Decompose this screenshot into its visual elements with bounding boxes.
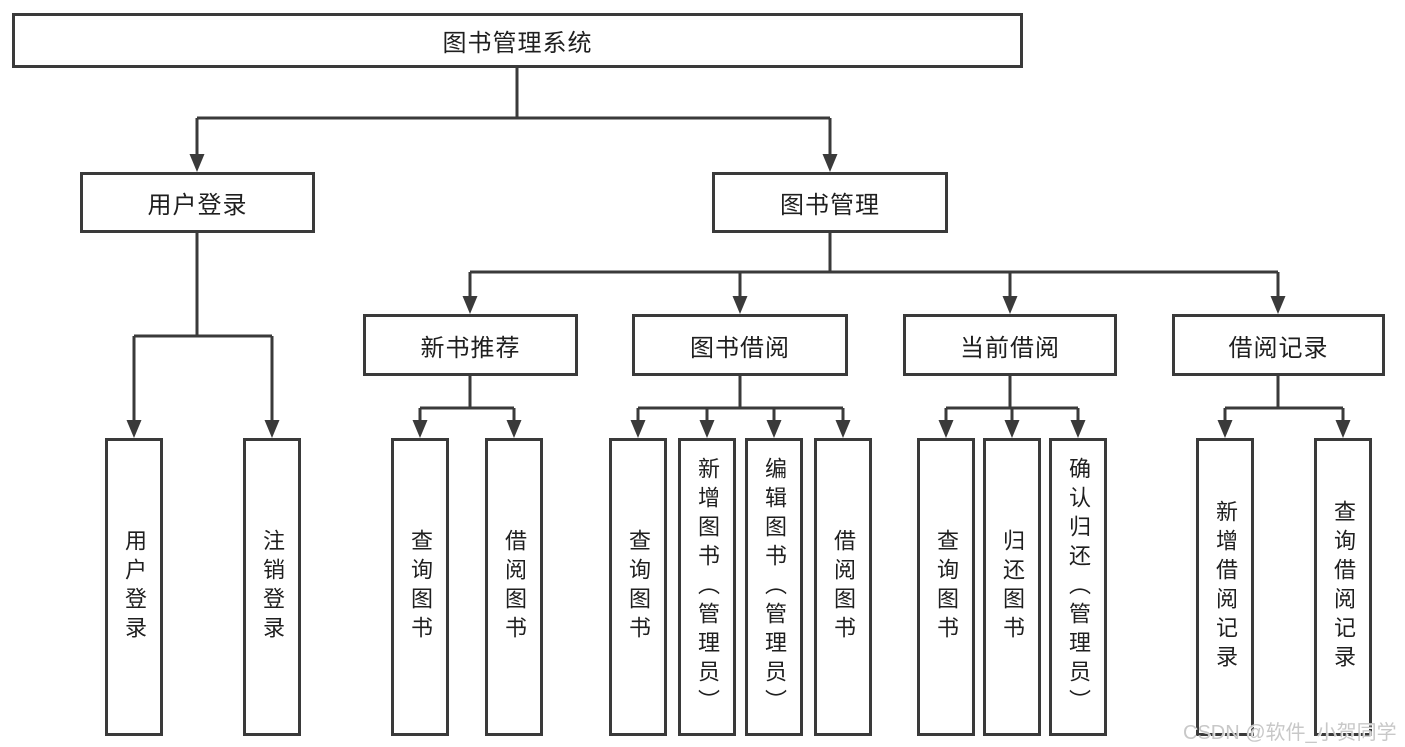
leaf-search-borrow-record: 查询借阅记录 — [1314, 438, 1372, 736]
leaf-add-borrow-record-label: 新增借阅记录 — [1213, 500, 1238, 674]
leaf-search-books-recommend-label: 查询图书 — [408, 529, 433, 645]
node-new-book-recommend: 新书推荐 — [363, 314, 578, 376]
leaf-user-login-label: 用户登录 — [122, 529, 147, 645]
leaf-search-books-borrow: 查询图书 — [609, 438, 667, 736]
leaf-edit-books-admin: 编辑图书（管理员） — [745, 438, 803, 736]
leaf-search-borrow-record-label: 查询借阅记录 — [1331, 500, 1356, 674]
node-book-management: 图书管理 — [712, 172, 948, 233]
leaf-return-books-label: 归还图书 — [1000, 529, 1025, 645]
leaf-borrow-books: 借阅图书 — [814, 438, 872, 736]
leaf-add-borrow-record: 新增借阅记录 — [1196, 438, 1254, 736]
leaf-borrow-books-label: 借阅图书 — [831, 529, 856, 645]
leaf-borrow-books-recommend: 借阅图书 — [485, 438, 543, 736]
csdn-watermark: CSDN @软件_小贺同学 — [1183, 722, 1397, 744]
leaf-return-books: 归还图书 — [983, 438, 1041, 736]
leaf-search-books-borrow-label: 查询图书 — [626, 529, 651, 645]
node-library-system: 图书管理系统 — [12, 13, 1023, 68]
node-borrow-records: 借阅记录 — [1172, 314, 1385, 376]
node-book-management-label: 图书管理 — [780, 192, 880, 219]
leaf-borrow-books-recommend-label: 借阅图书 — [502, 529, 527, 645]
leaf-search-books-current-label: 查询图书 — [934, 529, 959, 645]
node-book-borrow: 图书借阅 — [632, 314, 848, 376]
node-library-system-label: 图书管理系统 — [442, 30, 593, 57]
leaf-add-books-admin: 新增图书（管理员） — [678, 438, 736, 736]
arrowhead-icons — [126, 154, 1351, 438]
leaf-edit-books-admin-label: 编辑图书（管理员） — [762, 456, 787, 718]
leaf-logout: 注销登录 — [243, 438, 301, 736]
leaf-confirm-return-admin-label: 确认归还（管理员） — [1066, 456, 1091, 718]
node-current-borrow: 当前借阅 — [903, 314, 1117, 376]
node-borrow-records-label: 借阅记录 — [1228, 334, 1329, 362]
leaf-logout-label: 注销登录 — [260, 529, 285, 645]
node-user-login-label: 用户登录 — [147, 192, 248, 219]
node-current-borrow-label: 当前借阅 — [960, 334, 1060, 362]
node-book-borrow-label: 图书借阅 — [690, 334, 790, 362]
node-new-book-recommend-label: 新书推荐 — [420, 334, 521, 362]
leaf-confirm-return-admin: 确认归还（管理员） — [1049, 438, 1107, 736]
leaf-user-login: 用户登录 — [105, 438, 163, 736]
leaf-search-books-recommend: 查询图书 — [391, 438, 449, 736]
leaf-add-books-admin-label: 新增图书（管理员） — [695, 456, 720, 718]
node-user-login: 用户登录 — [80, 172, 315, 233]
leaf-search-books-current: 查询图书 — [917, 438, 975, 736]
